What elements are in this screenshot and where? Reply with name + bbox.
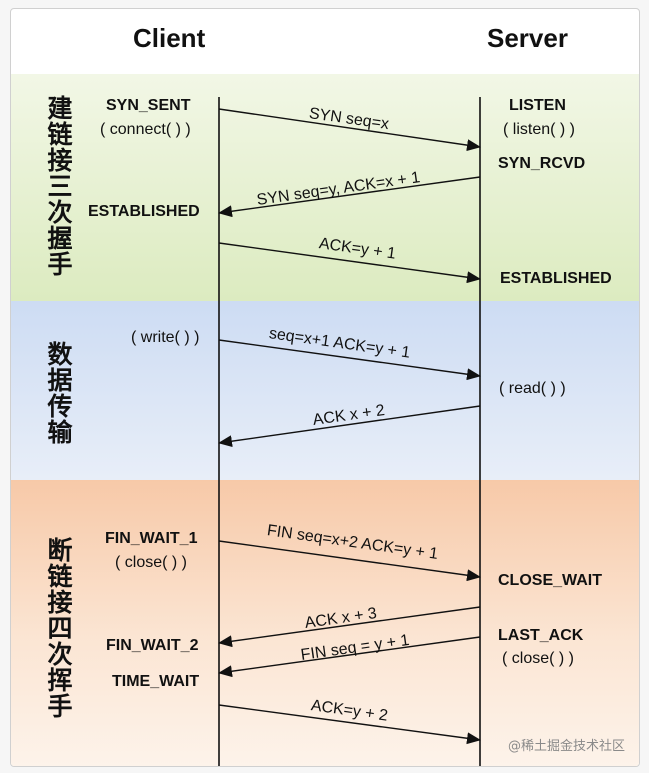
client-connect-call: ( connect( ) ) <box>100 121 191 138</box>
handshake-phase-label: 建链接三次握手 <box>44 95 73 277</box>
client-state-syn-sent: SYN_SENT <box>106 97 191 114</box>
final-ack-arrow <box>218 704 481 745</box>
teardown-band <box>11 480 639 766</box>
ack-arrow <box>218 242 481 284</box>
syn-arrow <box>218 108 481 152</box>
transfer-phase-label: 数据传输 <box>44 341 73 445</box>
server-column-title: Server <box>487 23 568 53</box>
fin-client-arrow <box>218 540 481 582</box>
server-state-last-ack: LAST_ACK <box>498 627 584 644</box>
client-close-call: ( close( ) ) <box>115 554 187 571</box>
client-state-established: ESTABLISHED <box>88 203 200 220</box>
data-write-arrow <box>218 339 481 381</box>
transfer-band <box>11 301 639 481</box>
client-state-fin-wait-1: FIN_WAIT_1 <box>105 530 198 547</box>
server-state-close-wait: CLOSE_WAIT <box>498 572 603 589</box>
server-state-listen: LISTEN <box>509 97 566 114</box>
server-listen-call: ( listen( ) ) <box>503 121 575 138</box>
server-state-syn-rcvd: SYN_RCVD <box>498 155 586 172</box>
client-state-time-wait: TIME_WAIT <box>112 673 200 690</box>
handshake-band <box>11 74 639 302</box>
client-write-call: ( write( ) ) <box>131 329 200 346</box>
watermark: @稀土掘金技术社区 <box>507 739 625 754</box>
client-column-title: Client <box>133 23 206 53</box>
teardown-phase-label: 断链接四次挥手 <box>44 537 73 719</box>
syn-ack-arrow <box>218 176 481 218</box>
message-flow-canvas <box>218 97 481 766</box>
fin-server-arrow <box>218 636 481 678</box>
server-read-call: ( read( ) ) <box>499 380 566 397</box>
server-state-established: ESTABLISHED <box>500 270 612 287</box>
client-state-fin-wait-2: FIN_WAIT_2 <box>106 637 199 654</box>
fin-ack-arrow <box>218 606 481 648</box>
data-ack-arrow <box>218 405 481 448</box>
tcp-sequence-diagram: Client Server 建链接三次握手 数据传输 断链接四次挥手 SYN_ <box>10 8 640 767</box>
server-close-call: ( close( ) ) <box>502 650 574 667</box>
